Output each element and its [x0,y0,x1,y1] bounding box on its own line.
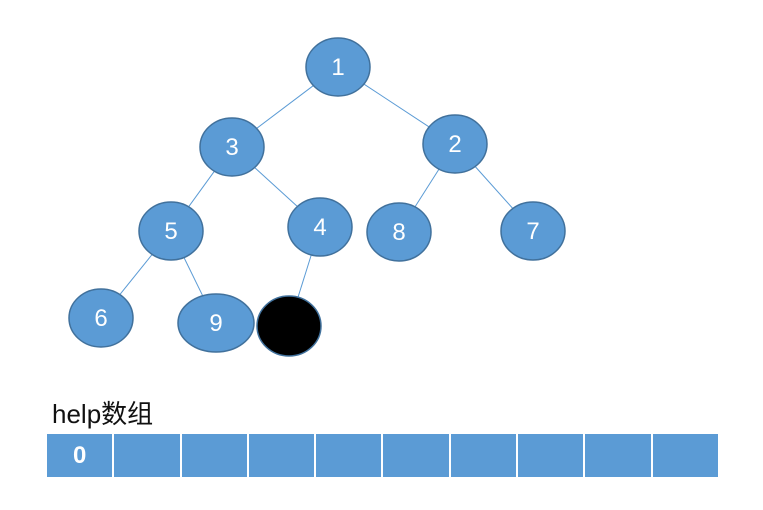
tree-node-9: 9 [177,293,255,353]
tree-node-3: 3 [199,117,265,177]
help-array-cell-5 [383,434,451,477]
tree-node-circle [177,293,255,353]
tree-node-circle [287,197,353,257]
tree-node-label: 1 [331,54,344,81]
tree-edge-n2-n7 [474,166,514,209]
tree-edge-n2-n8 [414,168,440,208]
tree-node-circle [422,114,488,174]
tree-node-label: 7 [526,218,539,245]
tree-node-1: 1 [305,37,371,97]
tree-node-label: 2 [448,131,461,158]
tree-node-circle [199,117,265,177]
tree-node-highlight [256,295,322,357]
tree-node-7: 7 [500,201,566,261]
help-array-cell-6 [450,434,519,477]
tree-edge-n1-n3 [256,85,314,129]
tree-node-label: 9 [209,310,222,337]
tree-node-2: 2 [422,114,488,174]
tree-edge-n1-n2 [363,83,430,128]
tree-node-4: 4 [287,197,353,257]
tree-edge-n3-n4 [254,167,298,207]
help-array-cell-0: 0 [47,434,115,477]
tree-node-circle [500,201,566,261]
tree-nodes: 1 3 2 5 4 8 7 6 9 [68,37,566,357]
help-array-cell-3 [248,434,317,477]
tree-node-label: 6 [94,305,107,332]
heap-tree-diagram: 1 3 2 5 4 8 7 6 9 [68,37,566,357]
tree-node-circle [68,288,134,348]
tree-node-circle [305,37,371,97]
tree-node-label: 8 [392,219,405,246]
tree-node-label: 3 [225,134,238,161]
help-array-cell-1 [114,434,182,477]
tree-edge-n4-nblack [297,254,312,298]
tree-node-5: 5 [138,201,204,261]
tree-node-6: 6 [68,288,134,348]
help-array-cell-2 [181,434,249,477]
help-array: 0 [47,434,718,477]
help-array-cell-8 [585,434,653,477]
tree-edge-n3-n5 [188,170,215,208]
help-array-cell-9 [652,434,718,477]
help-array-cell-7 [518,434,586,477]
tree-node-label: 5 [164,218,177,245]
tree-edges [119,83,514,298]
help-array-label: help数组 [52,399,154,429]
tree-node-label: 4 [313,214,326,241]
tree-node-circle [138,201,204,261]
tree-edge-n5-n6 [119,254,153,295]
help-array-cell-4 [316,434,384,477]
tree-node-circle [366,202,432,262]
tree-edge-n5-n9 [183,257,204,297]
tree-node-8: 8 [366,202,432,262]
tree-node-circle [256,295,322,357]
